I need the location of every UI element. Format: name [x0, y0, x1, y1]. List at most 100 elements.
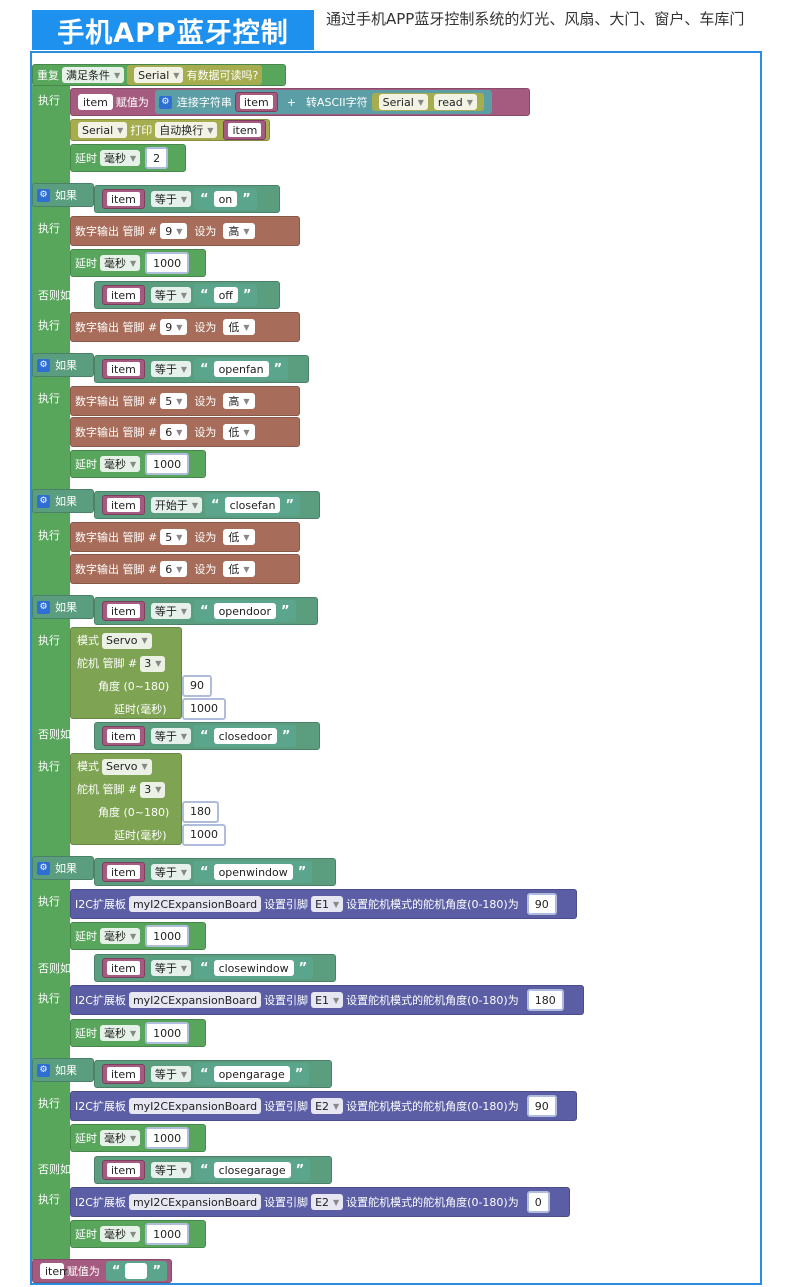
string-block[interactable]: “closegarage”	[194, 1159, 311, 1181]
pin-dropdown[interactable]: E1▼	[311, 896, 344, 912]
i2c-servo-block[interactable]: I2C扩展板 myI2CExpansionBoard 设置引脚 E1▼ 设置舵机…	[70, 889, 577, 919]
serial-read-block[interactable]: Serial▼ read▼	[371, 93, 484, 111]
digital-write-block[interactable]: 数字输出 管脚 # 9▼ 设为 低▼	[70, 312, 300, 342]
operator-dropdown[interactable]: 等于▼	[150, 191, 192, 207]
string-value[interactable]: closegarage	[213, 1162, 291, 1178]
digital-write-block[interactable]: 数字输出 管脚 # 9▼ 设为 高▼	[70, 216, 300, 246]
servo-mode-dropdown[interactable]: Servo▼	[102, 632, 152, 649]
digital-write-block[interactable]: 数字输出 管脚 # 6▼ 设为 低▼	[70, 554, 300, 584]
i2c-board-field[interactable]: myI2CExpansionBoard	[128, 992, 262, 1008]
gear-icon[interactable]: ⚙	[37, 861, 50, 875]
operator-dropdown[interactable]: 等于▼	[150, 361, 192, 377]
i2c-servo-block[interactable]: I2C扩展板 myI2CExpansionBoard 设置引脚 E1▼ 设置舵机…	[70, 985, 584, 1015]
compare-block[interactable]: item 等于▼ “openwindow”	[94, 858, 336, 886]
angle-value[interactable]: 90	[526, 1095, 557, 1117]
level-value[interactable]: 高▼	[223, 223, 255, 239]
compare-block[interactable]: item 等于▼ “off”	[94, 281, 280, 309]
assign-item-block[interactable]: item 赋值为 ⚙ 连接字符串 item + 转ASCII字符 Serial▼…	[70, 88, 530, 116]
string-value[interactable]: off	[213, 287, 238, 303]
operator-dropdown[interactable]: 等于▼	[150, 1162, 192, 1178]
delay-block[interactable]: 延时 毫秒▼ 1000	[70, 1220, 206, 1248]
i2c-board-field[interactable]: myI2CExpansionBoard	[128, 1194, 262, 1210]
if-block-window[interactable]: ⚙ 如果	[32, 856, 94, 880]
string-block[interactable]: “closefan”	[205, 494, 301, 516]
operator-dropdown[interactable]: 等于▼	[150, 864, 192, 880]
string-value[interactable]: closedoor	[213, 728, 277, 744]
operator-dropdown[interactable]: 等于▼	[150, 1066, 192, 1082]
unit-dropdown[interactable]: 毫秒▼	[100, 1130, 141, 1146]
unit-dropdown[interactable]: 毫秒▼	[100, 456, 141, 472]
compare-block[interactable]: item 等于▼ “opengarage”	[94, 1060, 332, 1088]
string-value[interactable]	[125, 1263, 148, 1279]
digital-write-block[interactable]: 数字输出 管脚 # 6▼ 设为 低▼	[70, 417, 300, 447]
variable-item[interactable]: item	[78, 94, 113, 110]
delay-block[interactable]: 延时 毫秒▼ 1000	[70, 922, 206, 950]
string-block[interactable]: “ ”	[105, 1261, 167, 1281]
newline-dropdown[interactable]: 自动换行▼	[155, 122, 218, 138]
item-var-chip[interactable]: item	[102, 862, 145, 882]
to-ascii-block[interactable]: 转ASCII字符 Serial▼ read▼	[301, 92, 488, 112]
level-value[interactable]: 低▼	[223, 561, 255, 577]
serial-dropdown[interactable]: Serial▼	[78, 122, 128, 138]
item-var-chip[interactable]: item	[102, 495, 145, 515]
serial-print-block[interactable]: Serial▼ 打印 自动换行▼ item	[70, 119, 270, 141]
compare-block[interactable]: item 等于▼ “closedoor”	[94, 722, 320, 750]
if-block-door[interactable]: ⚙ 如果	[32, 595, 94, 619]
angle-value[interactable]: 90	[526, 893, 557, 915]
delay-value[interactable]: 2	[145, 147, 169, 169]
string-value[interactable]: opengarage	[213, 1066, 290, 1082]
delay-value[interactable]: 1000	[145, 1127, 190, 1149]
operator-dropdown[interactable]: 开始于▼	[150, 497, 203, 513]
pin-value[interactable]: 6▼	[160, 561, 188, 577]
pin-value[interactable]: 6▼	[160, 424, 188, 440]
delay-value[interactable]: 1000	[145, 453, 190, 475]
operator-dropdown[interactable]: 等于▼	[150, 728, 192, 744]
gear-icon[interactable]: ⚙	[158, 95, 172, 109]
servo-delay-value[interactable]: 1000	[182, 697, 226, 720]
string-value[interactable]: closewindow	[213, 960, 294, 976]
angle-value[interactable]: 180	[526, 989, 564, 1011]
unit-dropdown[interactable]: 毫秒▼	[100, 255, 141, 271]
variable-item[interactable]: item	[40, 1263, 70, 1279]
item-var-chip[interactable]: item	[102, 189, 145, 209]
unit-dropdown[interactable]: 毫秒▼	[100, 1025, 141, 1041]
assign-item-empty-block[interactable]: item 赋值为 “ ”	[32, 1259, 172, 1283]
servo-delay-value[interactable]: 1000	[182, 823, 226, 846]
string-block[interactable]: “closedoor”	[194, 725, 297, 747]
servo-pin-dropdown[interactable]: 3▼	[140, 781, 166, 798]
delay-block[interactable]: 延时 毫秒▼ 1000	[70, 1124, 206, 1152]
level-value[interactable]: 低▼	[223, 319, 255, 335]
read-dropdown[interactable]: read▼	[433, 94, 477, 110]
level-value[interactable]: 低▼	[223, 424, 255, 440]
i2c-board-field[interactable]: myI2CExpansionBoard	[128, 896, 262, 912]
serial-dropdown[interactable]: Serial▼	[134, 67, 184, 83]
item-var-chip[interactable]: item	[102, 601, 145, 621]
i2c-servo-block[interactable]: I2C扩展板 myI2CExpansionBoard 设置引脚 E2▼ 设置舵机…	[70, 1091, 577, 1121]
pin-value[interactable]: 5▼	[160, 529, 188, 545]
angle-value[interactable]: 0	[526, 1191, 550, 1213]
item-var-chip[interactable]: item	[234, 92, 278, 112]
pin-dropdown[interactable]: E2▼	[311, 1194, 344, 1210]
concat-block[interactable]: ⚙ 连接字符串 item + 转ASCII字符 Serial▼ read▼	[154, 90, 492, 114]
string-value[interactable]: closefan	[224, 497, 281, 513]
item-var-chip[interactable]: item	[102, 359, 145, 379]
if-block-garage[interactable]: ⚙ 如果	[32, 1058, 94, 1082]
unit-dropdown[interactable]: 毫秒▼	[100, 928, 141, 944]
servo-mode-dropdown[interactable]: Servo▼	[102, 758, 152, 775]
delay-value[interactable]: 1000	[145, 252, 190, 274]
gear-icon[interactable]: ⚙	[37, 600, 50, 614]
item-var-chip[interactable]: item	[102, 726, 145, 746]
string-block[interactable]: “openwindow”	[194, 861, 313, 883]
compare-block[interactable]: item 等于▼ “openfan”	[94, 355, 309, 383]
repeat-block[interactable]: 重复 满足条件▼ Serial▼ 有数据可读吗?	[32, 64, 286, 86]
pin-value[interactable]: 9▼	[160, 223, 188, 239]
operator-dropdown[interactable]: 等于▼	[150, 960, 192, 976]
item-var-chip[interactable]: item	[102, 285, 145, 305]
string-value[interactable]: opendoor	[213, 603, 276, 619]
compare-block[interactable]: item 等于▼ “closewindow”	[94, 954, 336, 982]
delay-value[interactable]: 1000	[145, 925, 190, 947]
angle-value[interactable]: 180	[182, 800, 219, 823]
delay-block[interactable]: 延时 毫秒▼ 1000	[70, 249, 206, 277]
serial-available-block[interactable]: Serial▼ 有数据可读吗?	[127, 65, 263, 85]
string-value[interactable]: on	[213, 191, 238, 207]
